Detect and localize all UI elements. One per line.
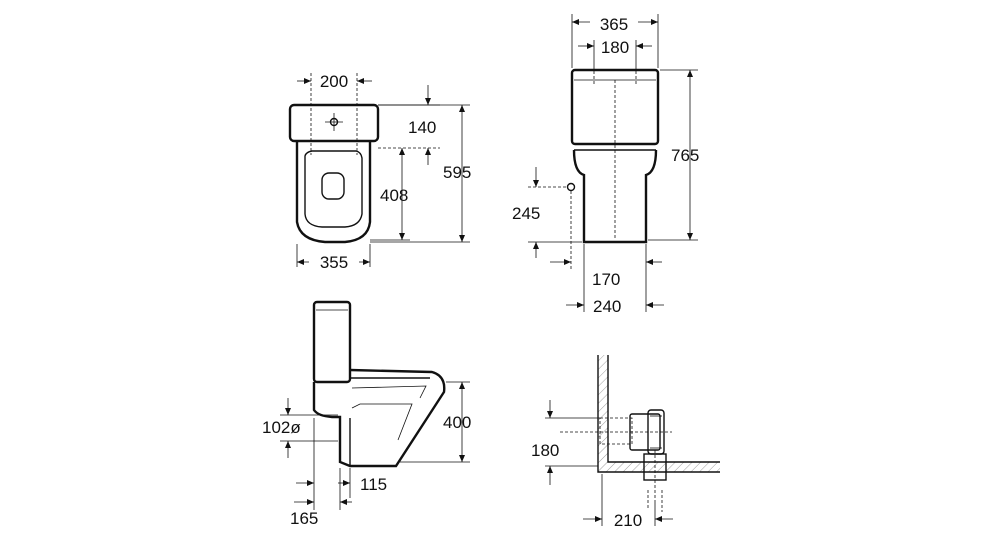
dim-label-365: 365 — [600, 15, 628, 34]
dim-label-165: 165 — [290, 509, 318, 528]
dim-115: 115 — [338, 468, 387, 498]
dim-210: 210 — [583, 474, 673, 530]
dim-label-400: 400 — [443, 413, 471, 432]
dim-245: 245 — [512, 167, 582, 258]
dim-180-front: 180 — [578, 38, 652, 66]
dim-label-765: 765 — [671, 146, 699, 165]
dim-765: 765 — [648, 69, 699, 241]
dim-165: 165 — [290, 418, 352, 528]
dim-label-355: 355 — [320, 253, 348, 272]
dim-595: 595 — [370, 104, 471, 243]
dim-label-245: 245 — [512, 204, 540, 223]
wall-section — [597, 355, 720, 473]
front-view-outline — [566, 66, 660, 244]
dim-240: 240 — [566, 244, 664, 316]
dim-408: 408 — [370, 148, 410, 241]
dim-180-detail: 180 — [531, 400, 600, 485]
dim-365: 365 — [571, 14, 659, 68]
dim-label-180-front: 180 — [601, 38, 629, 57]
dim-200: 200 — [297, 72, 372, 155]
dim-label-180-detail: 180 — [531, 441, 559, 460]
pipe-fitting — [560, 409, 672, 512]
side-view: 400 102ø 115 165 — [262, 300, 471, 528]
dim-label-200: 200 — [320, 72, 348, 91]
side-view-outline — [312, 300, 446, 468]
dim-label-408: 408 — [380, 186, 408, 205]
dim-label-595: 595 — [443, 163, 471, 182]
top-view: 200 140 408 595 — [288, 72, 471, 272]
detail-view: 180 210 — [531, 355, 720, 530]
dim-label-210: 210 — [614, 511, 642, 530]
top-view-outline — [288, 103, 380, 244]
dim-label-102: 102ø — [262, 418, 301, 437]
dim-label-140: 140 — [408, 118, 436, 137]
dim-label-240: 240 — [593, 297, 621, 316]
dim-140: 140 — [378, 85, 440, 165]
dim-label-170: 170 — [592, 270, 620, 289]
front-view: 365 180 765 245 — [512, 14, 699, 316]
dim-400: 400 — [400, 381, 471, 463]
dim-102-diameter: 102ø — [262, 398, 338, 458]
dim-355: 355 — [296, 244, 371, 272]
dim-170: 170 — [550, 191, 662, 289]
dim-label-115: 115 — [360, 475, 387, 494]
